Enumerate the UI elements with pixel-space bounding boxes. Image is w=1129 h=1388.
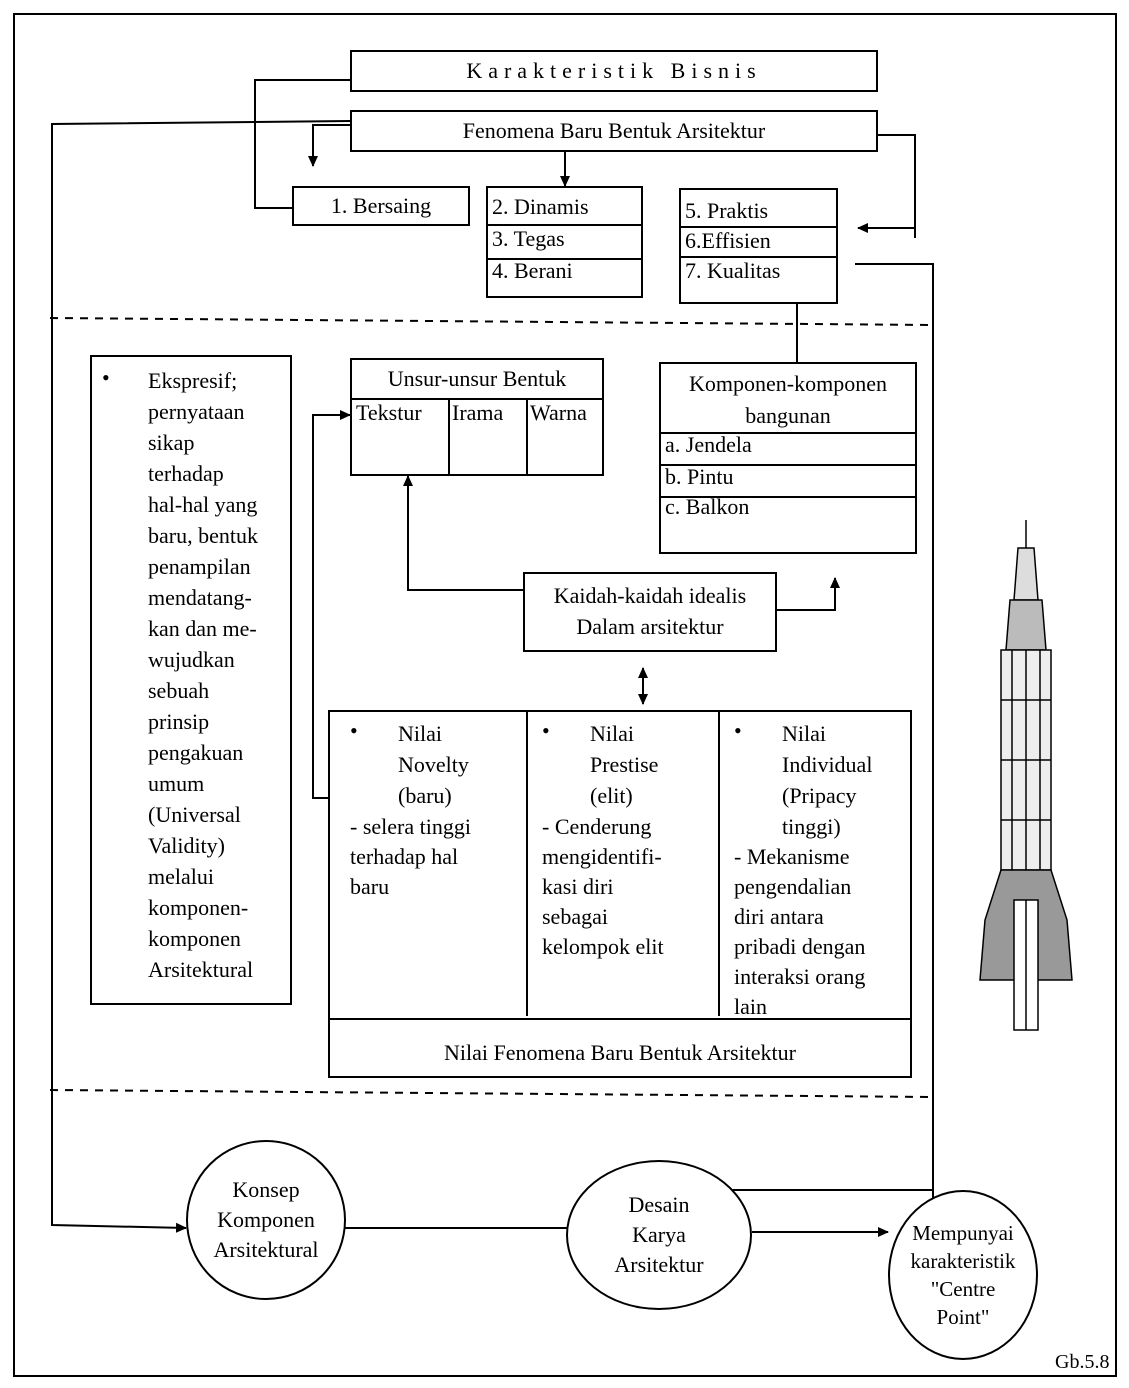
- kaidah-idealis-box: Kaidah-kaidah idealis Dalam arsitektur: [523, 572, 777, 652]
- connector-left-loop: [51, 120, 351, 1233]
- ekspresif-text: Ekspresif; pernyataan sikap terhadap hal…: [148, 368, 258, 982]
- individual-bullet: •: [734, 718, 742, 743]
- kaidah-idealis-label: Kaidah-kaidah idealis Dalam arsitektur: [553, 583, 747, 639]
- karakteristik-bisnis-label: Karakteristik Bisnis: [466, 58, 762, 83]
- pintu-label: b. Pintu: [665, 464, 734, 489]
- nilai-fenomena-footer: Nilai Fenomena Baru Bentuk Arsitektur: [444, 1040, 796, 1065]
- komponen-bangunan-title: Komponen-komponen bangunan: [689, 371, 887, 428]
- unsur-bentuk-title: Unsur-unsur Bentuk: [387, 366, 567, 391]
- konsep-komponen-circle: Konsep Komponen Arsitektural: [186, 1140, 346, 1300]
- outer-frame: [13, 13, 1117, 1377]
- connector-fenomena-left: [308, 124, 350, 167]
- figure-label: Gb.5.8: [1055, 1351, 1110, 1373]
- dashed-separator-bottom: [49, 1089, 936, 1098]
- tekstur-label: Tekstur: [356, 400, 422, 425]
- centre-point-circle: Mempunyai karakteristik "Centre Point": [888, 1190, 1038, 1360]
- prestise-bullet: •: [542, 718, 550, 743]
- effisien-label: 6.Effisien: [685, 228, 771, 253]
- desain-karya-circle: Desain Karya Arsitektur: [566, 1160, 752, 1310]
- individual-head: Nilai Individual (Pripacy tinggi): [782, 721, 873, 839]
- praktis-label: 5. Praktis: [685, 198, 769, 223]
- nilai-box: • Nilai Novelty (baru) - selera tinggi t…: [328, 710, 912, 1078]
- bersaing-box: 1. Bersaing: [292, 186, 470, 226]
- connector-kaidah-komponen: [777, 577, 840, 611]
- tegas-label: 3. Tegas: [492, 226, 565, 251]
- irama-label: Irama: [452, 400, 504, 425]
- prestise-head: Nilai Prestise (elit): [590, 721, 659, 808]
- tower-illustration: [979, 520, 1073, 1031]
- berani-label: 4. Berani: [492, 258, 573, 283]
- bersaing-label: 1. Bersaing: [330, 193, 432, 218]
- praktis-group-box: 5. Praktis 6.Effisien 7. Kualitas: [679, 188, 838, 304]
- kualitas-label: 7. Kualitas: [685, 258, 781, 283]
- dinamis-group-box: 2. Dinamis 3. Tegas 4. Berani: [486, 186, 643, 298]
- dashed-separator-top: [49, 317, 936, 326]
- connector-kaidah-unsur: [403, 475, 523, 591]
- warna-label: Warna: [530, 400, 587, 425]
- novelty-head: Nilai Novelty (baru): [398, 721, 469, 808]
- ekspresif-box: • Ekspresif; pernyataan sikap terhadap h…: [90, 355, 292, 1005]
- connector-karakteristik-bersaing: [254, 79, 350, 209]
- unsur-bentuk-box: Unsur-unsur Bentuk Tekstur Irama Warna: [350, 358, 604, 476]
- dinamis-label: 2. Dinamis: [492, 194, 589, 219]
- novelty-bullet: •: [350, 718, 358, 743]
- prestise-body: - Cenderung mengidentifi- kasi diri seba…: [542, 814, 664, 959]
- fenomena-baru-box: Fenomena Baru Bentuk Arsitektur: [350, 110, 878, 152]
- fenomena-baru-label: Fenomena Baru Bentuk Arsitektur: [462, 118, 766, 143]
- balkon-label: c. Balkon: [665, 494, 750, 519]
- novelty-body: - selera tinggi terhadap hal baru: [350, 814, 471, 899]
- jendela-label: a. Jendela: [665, 432, 752, 457]
- individual-body: - Mekanisme pengendalian diri antara pri…: [734, 844, 866, 1019]
- connector-fenomena-right: [878, 134, 916, 238]
- connector-kualitas-result: [855, 263, 934, 1200]
- ekspresif-bullet: •: [102, 365, 110, 390]
- komponen-bangunan-box: Komponen-komponen bangunan a. Jendela b.…: [659, 362, 917, 554]
- karakteristik-bisnis-box: Karakteristik Bisnis: [350, 50, 878, 92]
